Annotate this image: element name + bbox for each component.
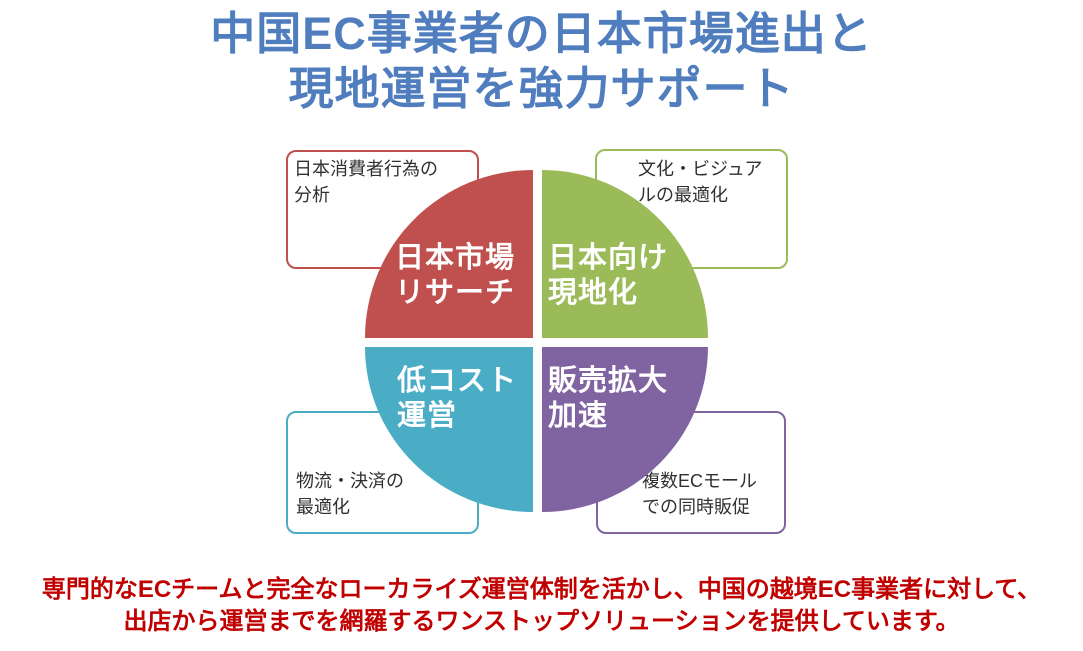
quadrant-label-japan-market-research: 日本市場 リサーチ xyxy=(395,242,516,309)
callout-text-sales-expansion: 複数ECモール での同時販促 xyxy=(642,471,758,517)
page-title: 中国EC事業者の日本市場進出と 現地運営を強力サポート xyxy=(210,8,873,114)
quadrant-label-sales-expansion: 販売拡大 加速 xyxy=(548,365,669,432)
quadrant-label-low-cost-operation: 低コスト 運営 xyxy=(397,365,518,432)
footer-text: 専門的なECチームと完全なローカライズ運営体制を活かし、中国の越境EC事業者に対… xyxy=(41,576,1042,635)
quadrant-label-japan-localization: 日本向け 現地化 xyxy=(548,242,669,309)
callout-text-low-cost-operation: 物流・決済の 最適化 xyxy=(296,471,404,517)
callout-text-japan-market-research: 日本消費者行為の 分析 xyxy=(294,159,438,205)
callout-text-japan-localization: 文化・ビジュア ルの最適化 xyxy=(638,159,763,205)
